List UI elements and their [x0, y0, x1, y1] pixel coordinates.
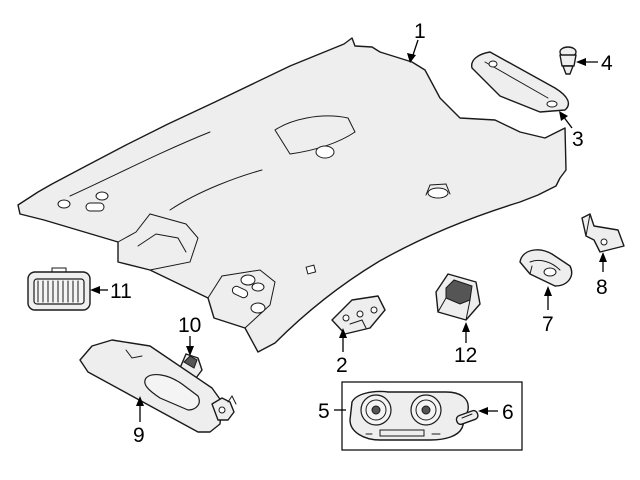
callout-9: 9	[133, 424, 145, 447]
part-9-sun-visor	[79, 339, 237, 433]
callout-7: 7	[542, 313, 554, 336]
callout-8: 8	[596, 276, 608, 299]
part-11-vent-grille	[27, 267, 91, 311]
callout-labels: 1 2 3 4 5 6 7 8 9 10 11 12	[110, 20, 613, 447]
callout-12: 12	[454, 344, 477, 367]
callout-1: 1	[414, 20, 426, 43]
callout-10: 10	[178, 314, 201, 337]
headliner-panel	[17, 37, 567, 353]
callout-3: 3	[572, 128, 584, 151]
callout-5: 5	[318, 400, 330, 423]
callout-2: 2	[336, 354, 348, 377]
callout-4: 4	[601, 52, 613, 75]
part-8-bracket	[581, 213, 625, 253]
leader-lines	[90, 39, 607, 422]
headliner-holes	[57, 183, 451, 314]
part-4-push-clip	[559, 46, 577, 75]
part-3-trim-panel	[471, 51, 570, 113]
callout-6: 6	[502, 401, 514, 424]
part-6-bulb	[455, 409, 479, 426]
part-5-overhead-console	[341, 381, 523, 451]
part-12-switch	[435, 273, 481, 321]
callout-11: 11	[110, 280, 132, 303]
part-7-clip	[519, 249, 573, 287]
part-2-clip-bracket	[331, 295, 386, 335]
